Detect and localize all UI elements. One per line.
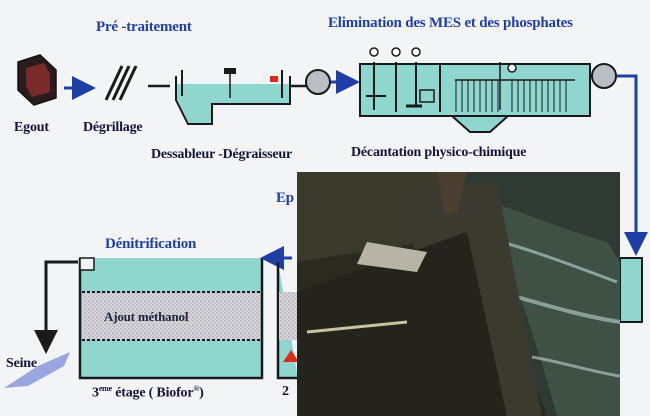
- degrillage-label: Dégrillage: [83, 120, 143, 135]
- settling-tank: [359, 47, 591, 133]
- settling-basin-photo: [297, 172, 620, 416]
- seine-label: Seine: [6, 356, 37, 371]
- decantation-label: Décantation physico-chimique: [351, 145, 527, 160]
- denitrification-tank: [78, 257, 264, 380]
- stage2-partial-label: 2: [282, 384, 289, 399]
- stage3-prefix: 3: [92, 385, 99, 401]
- right-tank-partial: [619, 257, 643, 323]
- flow-arrow-to-seine: [34, 260, 78, 354]
- sewer-inlet-icon: [17, 54, 57, 106]
- stage3-sup: eme: [98, 384, 112, 393]
- flow-arrow-down-right: [617, 74, 648, 256]
- stage2-tank-partial: [276, 262, 299, 380]
- egout-label: Egout: [14, 120, 49, 135]
- pump-circle-icon: [591, 63, 617, 89]
- dessableur-label: Dessableur -Dégraisseur: [151, 147, 292, 162]
- epuration-partial-label: Ep: [276, 190, 294, 206]
- stage3-rest: étage ( Biofor: [111, 385, 194, 401]
- stage3-reg: ®: [193, 384, 200, 393]
- methanol-addition-label: Ajout méthanol: [104, 309, 189, 324]
- grit-removal-tank: [175, 68, 291, 125]
- denitrification-title: Dénitrification: [105, 236, 197, 252]
- pretreatment-title: Pré -traitement: [96, 19, 192, 35]
- river-seine-icon: [4, 352, 70, 388]
- screen-bars-icon: [104, 65, 138, 101]
- stage3-close: ): [199, 385, 204, 401]
- pump-circle-icon: [305, 69, 331, 95]
- mes-removal-title: Elimination des MES et des phosphates: [328, 15, 573, 31]
- stage3-biofor-label: 3eme étage ( Biofor®): [92, 384, 204, 402]
